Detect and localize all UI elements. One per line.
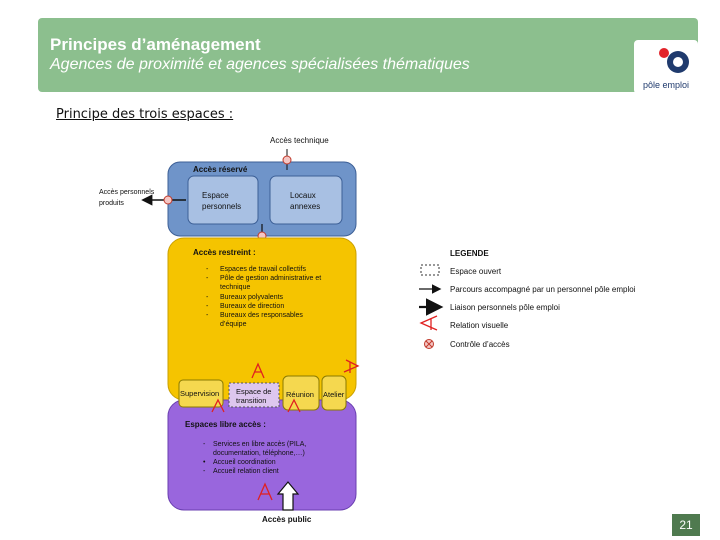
espace-transition-line2: transition [236,396,266,405]
legend-item-label: Contrôle d’accès [450,340,510,349]
legend-item-label: Liaison personnels pôle emploi [450,303,560,312]
logo-text: pôle emploi [642,80,690,90]
visual-relation-icon [343,359,360,373]
list-item: Bureaux des responsables [220,312,303,319]
locaux-annexes-line2: annexes [290,202,320,211]
list-bullet: - [206,266,209,273]
supervision-box [178,379,224,408]
atelier-label: Atelier [323,390,345,399]
atelier-box [321,375,347,411]
pole-emploi-logo: pôle emploi [634,40,698,94]
control-point-icon [163,195,173,205]
espace-transition-box [228,382,280,408]
supervision-label: Supervision [180,389,219,398]
acces-technique-label: Accès technique [270,136,329,145]
list-item: Bureaux polyvalents [220,294,284,301]
list-item: Services en libre accès (PILA, [213,441,306,448]
control-point-icon [282,155,292,165]
visual-relation-legend-icon [419,315,438,331]
list-bullet: • [203,459,206,466]
legend-item-label: Parcours accompagné par un personnel pôl… [450,285,636,294]
acces-restreint-title: Accès restreint : [193,248,256,257]
page-number: 21 [672,514,700,536]
visual-relation-icon [251,362,265,379]
legend: LEGENDE Espace ouvert Parcours accompagn… [419,249,636,349]
espace-personnels-box [187,175,259,225]
locaux-annexes-line1: Locaux [290,191,316,200]
legend-item-label: Espace ouvert [450,267,502,276]
acces-restreint-list: - Espaces de travail collectifs - Pôle d… [206,266,321,328]
list-item: technique [220,284,250,291]
list-bullet: - [203,468,206,475]
section-title: Principe des trois espaces : [56,107,234,122]
slide-title: Principes d’aménagement [50,35,261,54]
slide-subtitle: Agences de proximité et agences spéciali… [50,56,470,73]
visual-relation-icon [287,398,301,413]
access-control-cross-icon [425,340,433,348]
libre-acces-list: - Services en libre accès (PILA, documen… [203,441,306,475]
espace-transition-line1: Espace de [236,387,271,396]
locaux-annexes-box [269,175,343,225]
acces-personnels-line1: Accès personnels [99,189,155,196]
list-item: d’équipe [220,321,247,328]
acces-personnels-line2: produits [99,200,124,207]
list-bullet: - [203,441,206,448]
list-item: Pôle de gestion administrative et [220,275,321,282]
espace-personnels-line1: Espace [202,191,229,200]
visual-relation-marks [211,359,360,501]
list-item: Accueil coordination [213,459,276,466]
slide-header: Principes d’aménagement Agences de proxi… [0,0,720,96]
list-bullet: - [206,275,209,282]
list-item: documentation, téléphone,…) [213,450,305,457]
list-item: Espaces de travail collectifs [220,266,306,273]
reunion-box [282,375,320,411]
list-item: Accueil relation client [213,468,279,475]
open-space-legend-icon [420,264,440,276]
reunion-label: Réunion [286,390,314,399]
legend-title: LEGENDE [450,249,489,258]
libre-acces-title: Espaces libre accès : [185,420,266,429]
list-bullet: - [206,312,209,319]
acces-reserve-title: Accès réservé [193,165,248,174]
visual-relation-icon [211,398,225,413]
list-bullet: - [206,303,209,310]
espace-personnels-line2: personnels [202,202,241,211]
acces-public-label: Accès public [262,515,312,524]
acces-public-arrow-icon [276,481,300,511]
legend-item-label: Relation visuelle [450,321,509,330]
visual-relation-icon [257,482,273,501]
list-bullet: - [206,294,209,301]
header-band [38,18,698,92]
list-item: Bureaux de direction [220,303,284,310]
logo-mark-icon [659,48,689,73]
